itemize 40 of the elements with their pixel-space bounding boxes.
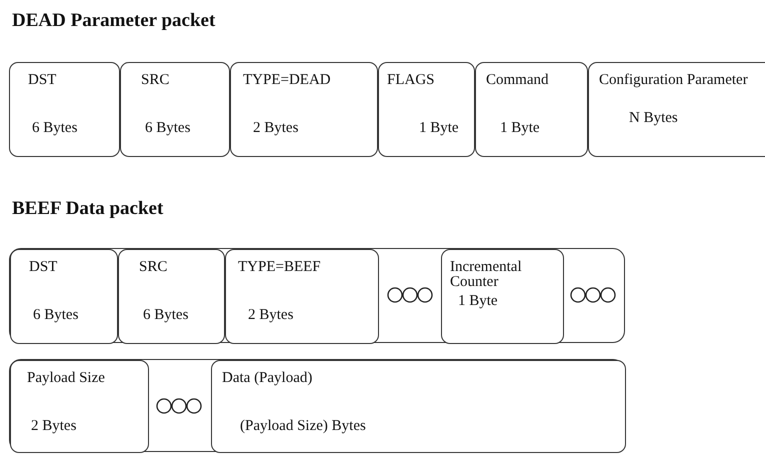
section-heading: BEEF Data packet (12, 198, 164, 220)
field-name: SRC (141, 73, 170, 88)
field-box (211, 360, 626, 453)
field-name: SRC (139, 260, 168, 275)
field-box (441, 249, 564, 344)
field-box (225, 249, 379, 344)
field-box (475, 62, 588, 157)
packet-row-frame (9, 248, 625, 343)
packet-row-frame (9, 359, 625, 452)
field-box (588, 62, 765, 157)
field-box (120, 62, 230, 157)
field-name: Payload Size (27, 371, 105, 386)
field-name: Command (486, 73, 548, 88)
field-name: Data (Payload) (222, 371, 312, 386)
field-box (10, 249, 118, 344)
field-size: 6 Bytes (145, 121, 190, 136)
field-name: FLAGS (387, 73, 435, 88)
field-size: 6 Bytes (33, 308, 78, 323)
field-size: 6 Bytes (32, 121, 78, 136)
field-size: 2 Bytes (253, 121, 298, 136)
field-box (9, 62, 120, 157)
field-box (230, 62, 378, 157)
field-name: DST (28, 73, 56, 88)
field-size: 2 Bytes (248, 308, 294, 323)
field-size: (Payload Size) Bytes (240, 419, 366, 434)
field-size: N Bytes (629, 111, 678, 126)
section-heading: DEAD Parameter packet (12, 10, 216, 32)
field-size: 2 Bytes (31, 419, 76, 434)
field-size: 1 Byte (458, 294, 498, 309)
field-box (118, 249, 225, 344)
field-box (378, 62, 475, 157)
field-name: TYPE=BEEF (238, 260, 321, 275)
field-name: TYPE=DEAD (243, 73, 331, 88)
field-size: 6 Bytes (143, 308, 188, 323)
field-size: 1 Byte (419, 121, 459, 136)
field-size: 1 Byte (500, 121, 540, 136)
field-name: Configuration Parameter (599, 73, 749, 88)
field-name: DST (29, 260, 58, 275)
field-name: Incremental Counter (450, 260, 523, 290)
field-box (10, 360, 149, 453)
